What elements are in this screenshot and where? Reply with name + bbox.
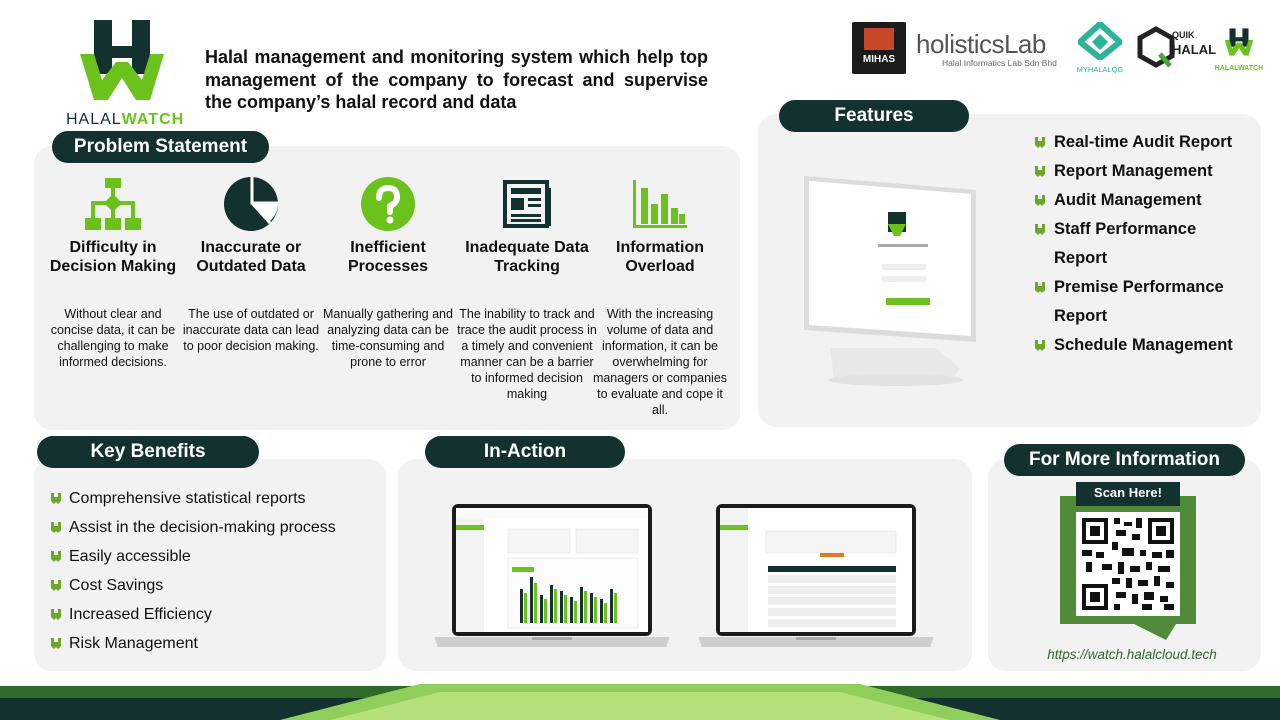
- feature-item: Audit Management: [1034, 186, 1249, 215]
- features-list: Real-time Audit Report Report Management…: [1034, 128, 1249, 360]
- qr-code[interactable]: [1076, 512, 1180, 616]
- benefit-label: Assist in the decision-making process: [69, 519, 336, 536]
- quikhalal-q-icon: [1137, 26, 1175, 68]
- benefit-label: Comprehensive statistical reports: [69, 490, 306, 507]
- benefit-item: Assist in the decision-making process: [50, 513, 336, 542]
- feature-label: Premise Performance Report: [1054, 278, 1224, 325]
- benefit-label: Cost Savings: [69, 577, 164, 594]
- feature-label: Real-time Audit Report: [1054, 133, 1233, 151]
- problem-overload-desc: With the increasing volume of data and i…: [592, 307, 728, 417]
- benefit-item: Easily accessible: [50, 542, 336, 571]
- bullet-icon: [51, 609, 61, 620]
- halalwatch-logo-icon: [80, 20, 164, 100]
- benefit-label: Risk Management: [69, 635, 198, 652]
- quikhalal-label-a: QUIK: [1172, 30, 1195, 40]
- halalwatch-small-logo: HALALWATCH: [1214, 24, 1264, 72]
- problem-data-desc: The use of outdated or inaccurate data c…: [182, 307, 320, 353]
- logo-text-halal: HALAL: [66, 111, 122, 128]
- bullet-icon: [51, 551, 61, 562]
- problem-tracking-desc: The inability to track and trace the aud…: [457, 307, 597, 401]
- bullet-icon: [51, 580, 61, 591]
- problem-overload-title: Information Overload: [616, 239, 704, 275]
- bullet-icon: [51, 522, 61, 533]
- logo-text-watch: WATCH: [121, 111, 185, 128]
- feature-item: Premise Performance Report: [1034, 273, 1249, 331]
- bullet-icon: [1035, 224, 1045, 235]
- feature-item: Real-time Audit Report: [1034, 128, 1249, 157]
- scan-label: Scan Here!: [1094, 485, 1162, 500]
- flowchart-icon: [85, 178, 141, 230]
- laptop-report-illustration: [698, 504, 934, 647]
- ground-decoration: [0, 684, 1280, 720]
- laptop-dashboard: [432, 503, 672, 649]
- holisticslab-label: holisticsLab: [916, 29, 1046, 59]
- problem-decision-title: Difficulty in Decision Making: [49, 239, 177, 275]
- problem-title: Problem Statement: [52, 131, 269, 163]
- pie-chart-icon: [224, 177, 278, 231]
- tagline: Halal management and monitoring system w…: [205, 47, 708, 112]
- problem-processes-title: Inefficient Processes: [347, 239, 429, 275]
- feature-label: Audit Management: [1054, 191, 1202, 209]
- problem-item-overload: Information Overload With the increasing…: [590, 172, 730, 418]
- laptop-report: [696, 503, 936, 649]
- halalwatch-logo: HALALWATCH: [66, 18, 183, 128]
- myhalal-diamond-icon: [1075, 19, 1125, 62]
- benefit-item: Risk Management: [50, 629, 336, 658]
- in-action-title: In-Action: [425, 436, 625, 468]
- halalwatch-small-label: HALALWATCH: [1214, 65, 1264, 72]
- feature-item: Report Management: [1034, 157, 1249, 186]
- quikhalal-label-b: HALAL: [1172, 42, 1217, 57]
- features-title: Features: [779, 100, 969, 132]
- monitor-mockup: [800, 172, 990, 388]
- newspaper-icon: [503, 180, 551, 228]
- bullet-icon: [1035, 166, 1045, 177]
- benefits-title: Key Benefits: [37, 436, 259, 468]
- mihas-emblem: [864, 28, 894, 50]
- benefits-list: Comprehensive statistical reports Assist…: [50, 484, 336, 658]
- info-title: For More Information: [1004, 444, 1245, 476]
- info-url[interactable]: https://watch.halalcloud.tech: [1047, 647, 1217, 662]
- question-icon: [361, 177, 415, 231]
- problem-processes-desc: Manually gathering and analyzing data ca…: [323, 307, 453, 369]
- holisticslab-sub: Halal Informatics Lab Sdn Bhd: [942, 58, 1057, 68]
- mihas-label: MIHAS: [862, 54, 896, 65]
- holisticslab-logo: holisticsLab Halal Informatics Lab Sdn B…: [916, 30, 1064, 68]
- problem-tracking-title: Inadequate Data Tracking: [465, 239, 589, 275]
- qr-code-icon: [1082, 518, 1174, 610]
- feature-label: Report Management: [1054, 162, 1213, 180]
- feature-item: Schedule Management: [1034, 331, 1249, 360]
- bullet-icon: [51, 493, 61, 504]
- problem-item-data: Inaccurate or Outdated Data The use of o…: [181, 172, 321, 354]
- problem-decision-desc: Without clear and concise data, it can b…: [50, 307, 176, 369]
- halalwatch-small-icon: [1224, 28, 1254, 56]
- bullet-icon: [1035, 340, 1045, 351]
- bullet-icon: [51, 638, 61, 649]
- bullet-icon: [1035, 282, 1045, 293]
- bar-chart-icon: [633, 180, 687, 228]
- feature-item: Staff Performance Report: [1034, 215, 1249, 273]
- problem-data-title: Inaccurate or Outdated Data: [196, 239, 306, 275]
- laptop-dashboard-illustration: [434, 504, 670, 647]
- benefit-label: Easily accessible: [69, 548, 191, 565]
- benefits-panel: [34, 459, 386, 671]
- quikhalal-logo: QUIK HALAL: [1136, 26, 1216, 70]
- mihas-logo: MIHAS: [852, 22, 906, 74]
- problem-item-tracking: Inadequate Data Tracking The inability t…: [457, 172, 597, 402]
- benefit-item: Comprehensive statistical reports: [50, 484, 336, 513]
- monitor-illustration: [804, 176, 976, 386]
- problem-item-decision: Difficulty in Decision Making Without cl…: [43, 172, 183, 370]
- feature-label: Schedule Management: [1054, 336, 1233, 354]
- myhalal-logo: MYHALALQG: [1072, 19, 1128, 74]
- benefit-item: Increased Efficiency: [50, 600, 336, 629]
- myhalal-label: MYHALALQG: [1076, 65, 1124, 74]
- benefit-label: Increased Efficiency: [69, 606, 212, 623]
- feature-label: Staff Performance Report: [1054, 220, 1197, 267]
- benefit-item: Cost Savings: [50, 571, 336, 600]
- bullet-icon: [1035, 137, 1045, 148]
- problem-item-processes: Inefficient Processes Manually gathering…: [318, 172, 458, 370]
- bullet-icon: [1035, 195, 1045, 206]
- qr-card: Scan Here!: [1060, 482, 1196, 640]
